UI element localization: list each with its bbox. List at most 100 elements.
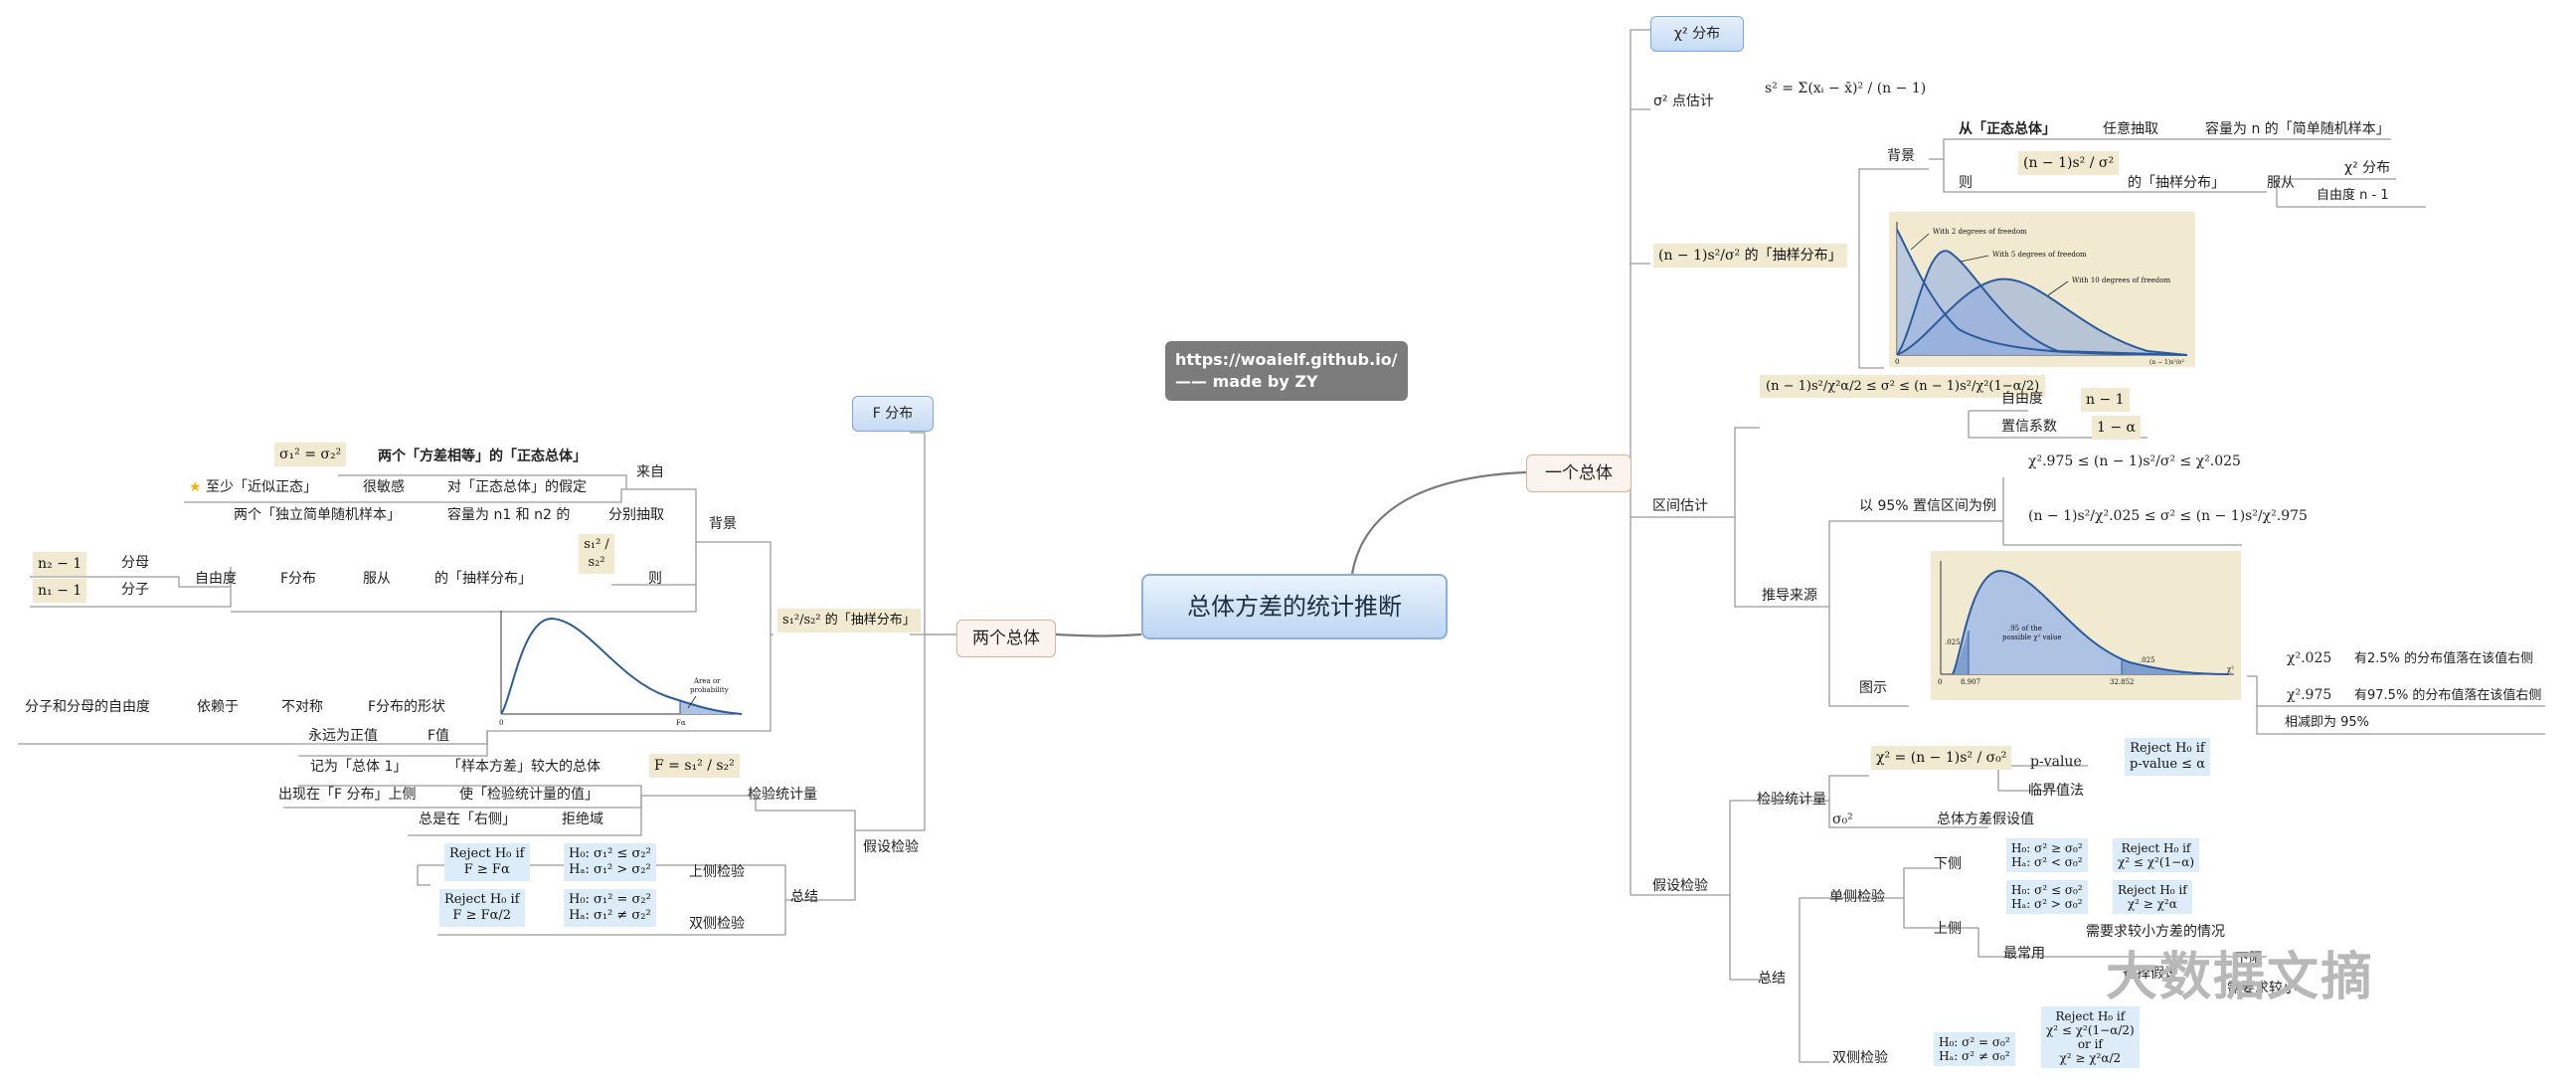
sampling-dist-text: 的「抽样分布」 bbox=[434, 571, 532, 587]
inequality-2: (n − 1)s²/χ².025 ≤ σ² ≤ (n − 1)s²/χ².975 bbox=[2028, 508, 2308, 524]
common-right-1: 下限 bbox=[2235, 951, 2263, 967]
label-area-2: probability bbox=[690, 686, 729, 694]
derivation-source[interactable]: 推导来源 bbox=[1762, 588, 1817, 604]
interval-dof-value: n − 1 bbox=[2081, 388, 2130, 412]
two-rule-line4: χ² ≥ χ²α/2 bbox=[2059, 1051, 2122, 1065]
f-upper-ha: Hₐ: σ₁² > σ₂² bbox=[569, 862, 651, 877]
point-estimate-formula: s² = Σ(xᵢ − x̄)² / (n − 1) bbox=[1765, 81, 1927, 96]
two-sided-test: 双侧检验 bbox=[1832, 1050, 1888, 1066]
sigma0: σ₀² bbox=[1832, 812, 1853, 827]
interval-confidence-value: 1 − α bbox=[2092, 416, 2141, 440]
follows-label: 服从 bbox=[363, 571, 391, 587]
label-area-1: Area or bbox=[693, 677, 721, 685]
f-distribution-tag[interactable]: F 分布 bbox=[852, 396, 934, 432]
branch-two-populations[interactable]: 两个总体 bbox=[956, 620, 1056, 657]
example-95: 以 95% 置信区间为例 bbox=[1859, 498, 1997, 514]
f-value: F值 bbox=[428, 728, 450, 744]
star-row: ★ 至少「近似正态」 bbox=[189, 478, 317, 496]
sampling-row2-follow: 服从 bbox=[2267, 175, 2295, 191]
equal-variance-desc: 两个「方差相等」的「正态总体」 bbox=[378, 449, 587, 464]
sigma0-desc: 总体方差假设值 bbox=[1937, 812, 2034, 827]
chi-025: χ².025 bbox=[2287, 650, 2332, 666]
lower-rule-line1: Reject H₀ if bbox=[2121, 841, 2191, 855]
f-hypothesis-test[interactable]: 假设检验 bbox=[863, 839, 919, 855]
upper-rule-line2: χ² ≥ χ²α bbox=[2127, 897, 2177, 911]
two-rule-line3: or if bbox=[2077, 1037, 2103, 1051]
lower-h0: H₀: σ² ≥ σ₀² bbox=[2011, 841, 2083, 855]
normal-assumption: 对「正态总体」的假定 bbox=[447, 479, 587, 495]
label-f-alpha: Fα bbox=[676, 719, 686, 727]
ratio-formula: s₁² / s₂² bbox=[579, 534, 614, 574]
upper-hypotheses: H₀: σ² ≤ σ₀² Hₐ: σ² > σ₀² bbox=[2006, 880, 2088, 914]
f-two-rule-line2: F ≥ Fα/2 bbox=[452, 908, 512, 923]
density-curve bbox=[1952, 569, 2230, 675]
chi-square-tag[interactable]: χ² 分布 bbox=[1650, 16, 1744, 52]
f-upper-h0: H₀: σ₁² ≤ σ₂² bbox=[569, 846, 651, 861]
f-row3-a: 总是在「右侧」 bbox=[419, 812, 516, 827]
f-two-ha: Hₐ: σ₁² ≠ σ₂² bbox=[569, 908, 651, 923]
drawn-separately: 分别抽取 bbox=[608, 507, 664, 523]
f-two-sided-hypotheses: H₀: σ₁² = σ₂² Hₐ: σ₁² ≠ σ₂² bbox=[564, 889, 656, 927]
density-area bbox=[1953, 571, 2229, 674]
test-statistic-label: 检验统计量 bbox=[1757, 792, 1826, 808]
sample-sizes: 容量为 n1 和 n2 的 bbox=[447, 507, 571, 523]
depends-on: 依赖于 bbox=[197, 699, 239, 715]
lower-ha: Hₐ: σ² < σ₀² bbox=[2011, 855, 2083, 869]
upper-tail-test: 上侧 bbox=[1934, 921, 1962, 937]
sampling-dist-label[interactable]: (n − 1)s²/σ² 的「抽样分布」 bbox=[1653, 244, 1847, 268]
label-low-value: 8.907 bbox=[1961, 678, 1980, 686]
area-pointer bbox=[687, 695, 697, 709]
very-sensitive: 很敏感 bbox=[363, 479, 405, 495]
label-lower-area: .025 bbox=[1945, 638, 1961, 646]
f-row1-b: 「样本方差」较大的总体 bbox=[447, 759, 601, 775]
curve-dof-10 bbox=[1897, 278, 2187, 355]
approx-normal: 至少「近似正态」 bbox=[206, 479, 318, 495]
f-row3-b: 拒绝域 bbox=[562, 812, 603, 827]
sampling-row2-dist: 的「抽样分布」 bbox=[2128, 175, 2225, 191]
chi-square-family-chart: With 2 degrees of freedom With 5 degrees… bbox=[1889, 212, 2195, 367]
f-sampling-label[interactable]: s₁²/s₂² 的「抽样分布」 bbox=[777, 609, 921, 632]
central-topic[interactable]: 总体方差的统计推断 bbox=[1141, 574, 1448, 639]
f-distribution-chart: Area or probability 0 Fα bbox=[499, 611, 743, 727]
note-author: —— made by ZY bbox=[1175, 372, 1318, 391]
inequality-1: χ².975 ≤ (n − 1)s²/σ² ≤ χ².025 bbox=[2028, 453, 2241, 469]
sampling-background[interactable]: 背景 bbox=[1887, 148, 1915, 164]
interval-estimate-label[interactable]: 区间估计 bbox=[1652, 498, 1708, 514]
hypothesis-test-label[interactable]: 假设检验 bbox=[1652, 878, 1708, 894]
note-url[interactable]: https://woaielf.github.io/ bbox=[1175, 350, 1398, 369]
lower-rule: Reject H₀ if χ² ≤ χ²(1−α) bbox=[2113, 838, 2200, 872]
label-upper-area: .025 bbox=[2140, 656, 2155, 664]
curve-line-5 bbox=[1896, 250, 2188, 356]
always-positive: 永远为正值 bbox=[308, 728, 378, 744]
degrees-of-freedom: 自由度 n - 1 bbox=[2317, 188, 2389, 203]
f-two-sided-rule: Reject H₀ if F ≥ Fα/2 bbox=[439, 889, 525, 927]
star-icon: ★ bbox=[189, 479, 202, 495]
f-upper-hypotheses: H₀: σ₁² ≤ σ₂² Hₐ: σ₁² > σ₂² bbox=[564, 843, 656, 881]
watermark: 大数据文摘 bbox=[2106, 948, 2375, 1007]
f-dist-label: F分布 bbox=[280, 571, 317, 587]
point-estimate-label[interactable]: σ² 点估计 bbox=[1653, 93, 1714, 109]
two-rule-line2: χ² ≤ χ²(1−α/2) bbox=[2046, 1023, 2135, 1037]
branch-one-population[interactable]: 一个总体 bbox=[1526, 454, 1631, 492]
denominator-formula: n₂ − 1 bbox=[33, 552, 87, 576]
equal-variance-formula: σ₁² = σ₂² bbox=[274, 443, 347, 466]
interval-confidence-label: 置信系数 bbox=[2001, 419, 2057, 435]
label-dof-2: With 2 degrees of freedom bbox=[1933, 228, 2027, 236]
one-sided-test: 单侧检验 bbox=[1829, 889, 1885, 905]
test-statistic-formula: χ² = (n − 1)s² / σ₀² bbox=[1871, 746, 2012, 770]
chi-975: χ².975 bbox=[2287, 687, 2332, 703]
label-high-value: 32.852 bbox=[2110, 678, 2135, 686]
upper-rule-line1: Reject H₀ if bbox=[2118, 883, 2187, 897]
lower-rule-line2: χ² ≤ χ²(1−α) bbox=[2118, 855, 2195, 869]
chi-square-interval-chart: .025 .95 of the possible χ² value .025 0… bbox=[1931, 551, 2241, 700]
f-background[interactable]: 背景 bbox=[709, 516, 737, 532]
numerator-denominator-dof: 分子和分母的自由度 bbox=[25, 699, 150, 715]
pointer-2 bbox=[1910, 233, 1930, 251]
then-label: 则 bbox=[648, 571, 662, 587]
two-h0: H₀: σ² = σ₀² bbox=[1939, 1035, 2010, 1049]
common-desc: 需要求较小方差的情况 bbox=[2086, 924, 2225, 940]
asymmetric: 不对称 bbox=[281, 699, 323, 715]
pointer-10 bbox=[2047, 280, 2069, 296]
